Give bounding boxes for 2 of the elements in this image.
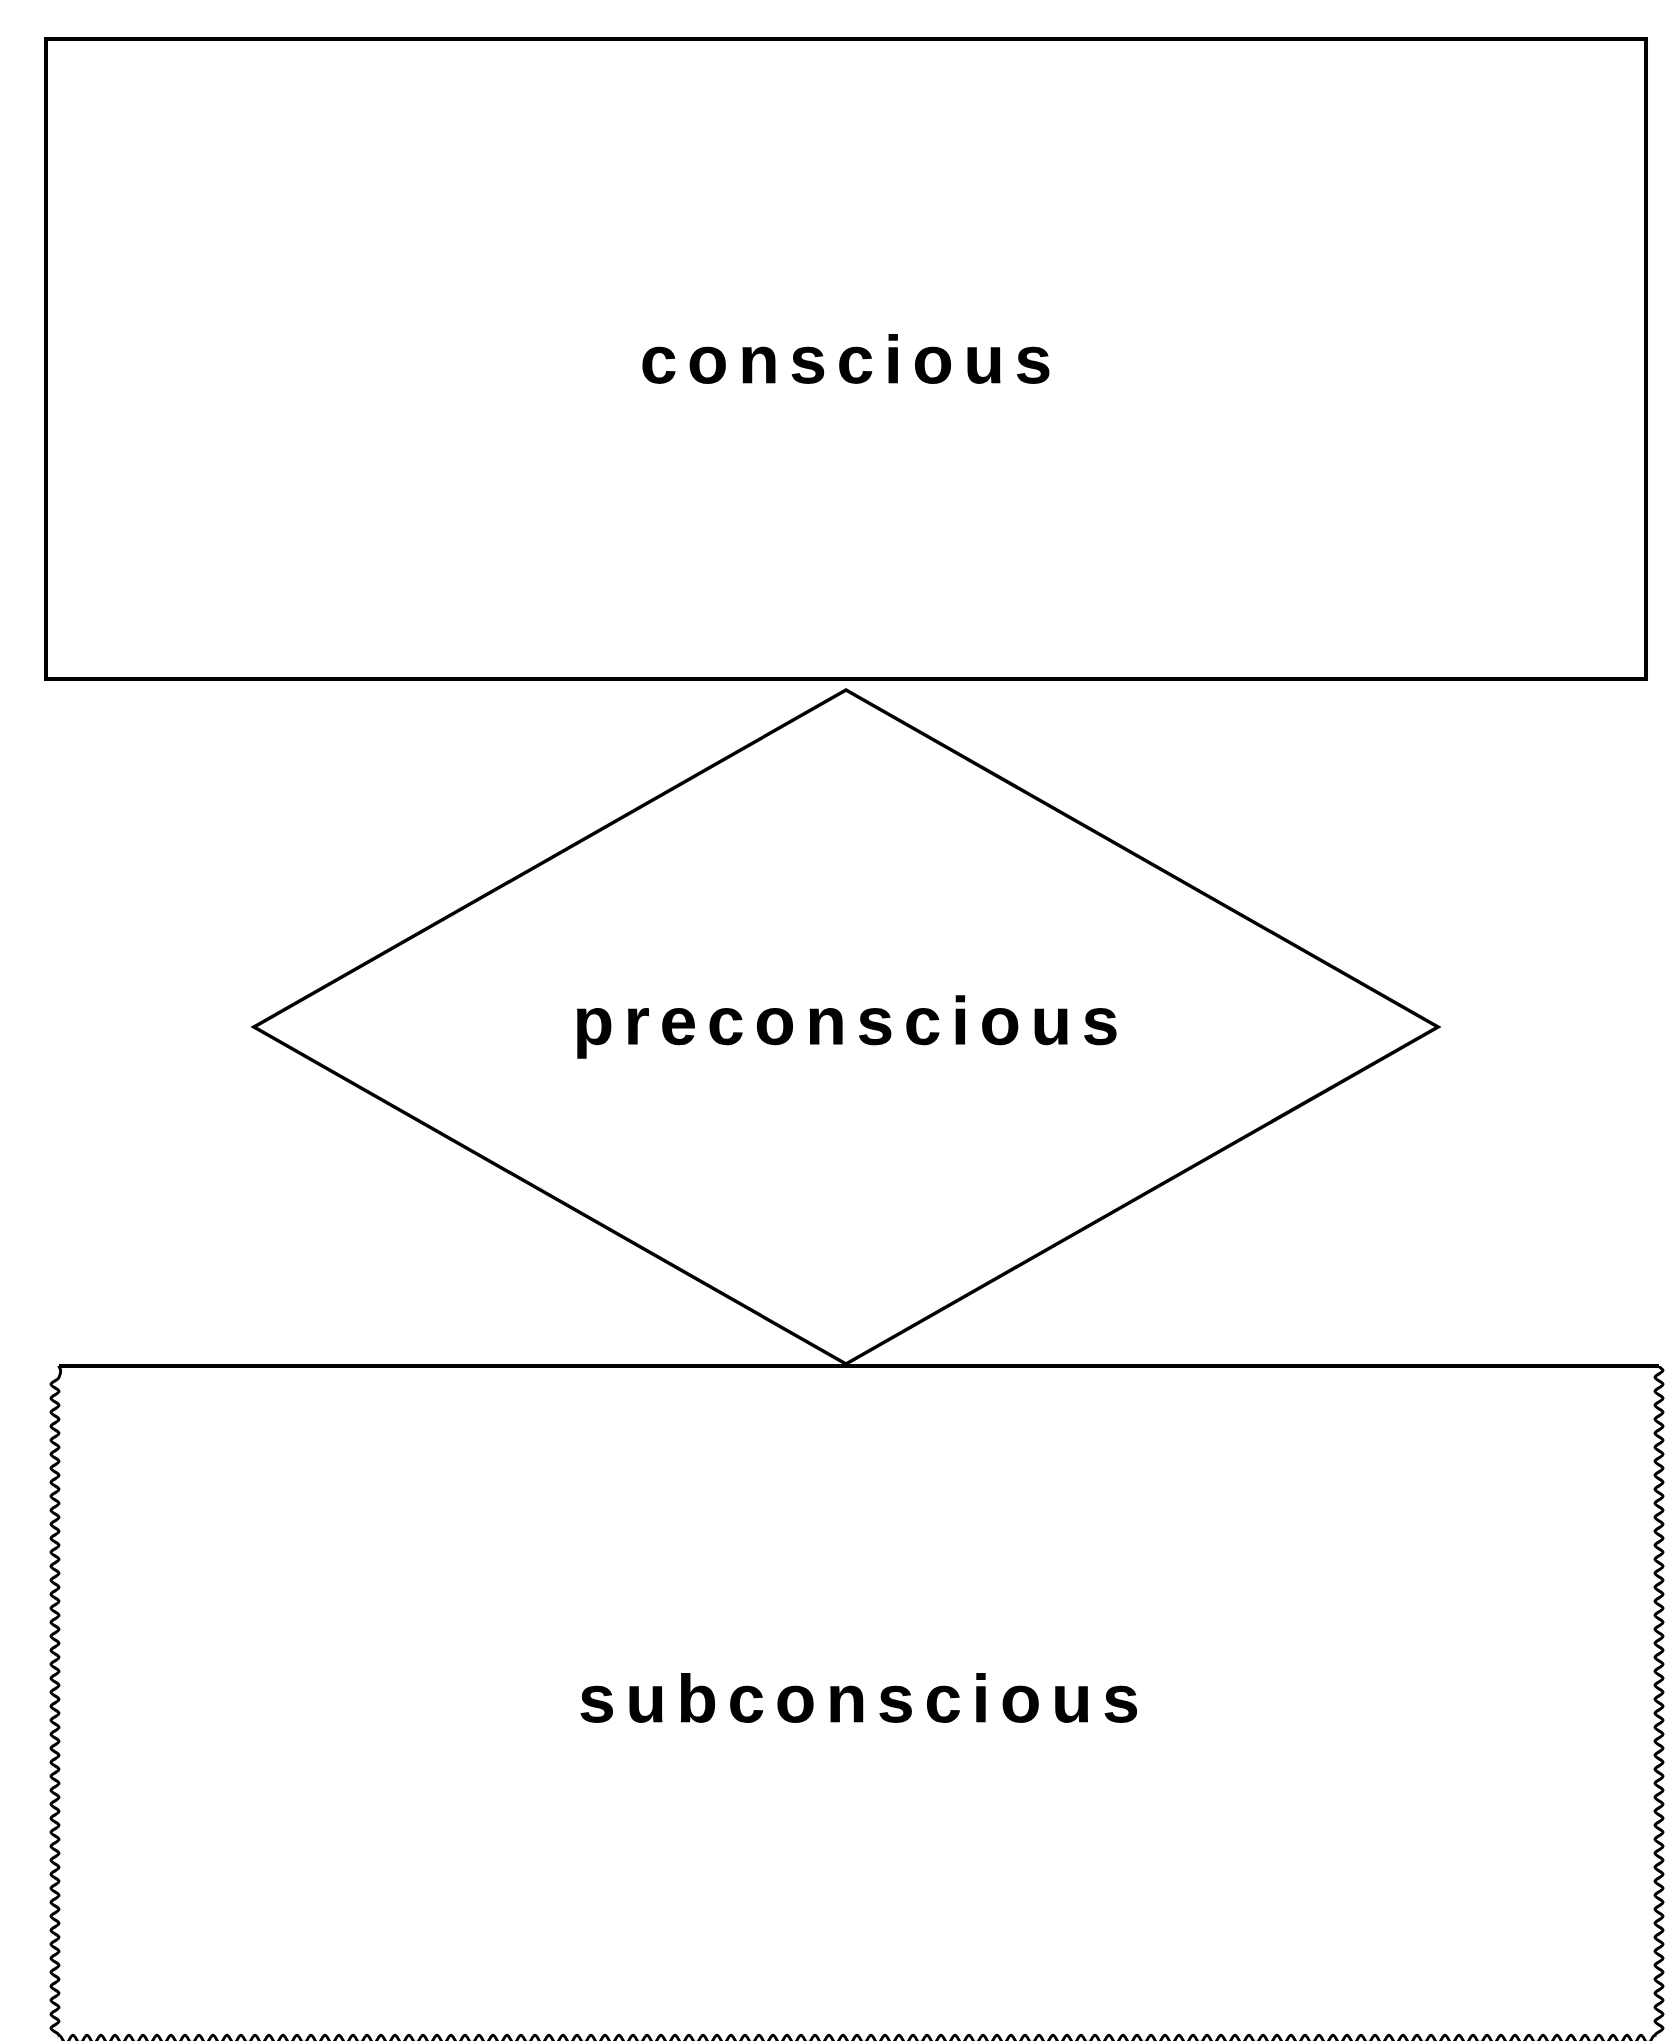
process-box: conscious <box>44 36 1648 681</box>
wavy-box: subconscious <box>49 1364 1665 2041</box>
